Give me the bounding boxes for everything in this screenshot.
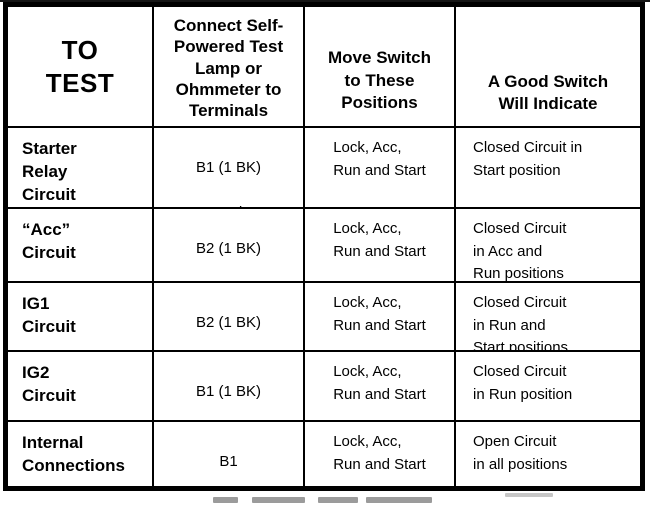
terminal-top: B2 (1 BK) [195,239,262,257]
terminal-top: B1 [219,452,238,470]
terminal-top: B1 (1 BK) [195,158,262,176]
positions-text: Lock, Acc, Run and Start [333,363,426,403]
terminal-top: B2 (1 BK) [195,313,262,331]
row-circuit-cell: “Acc” Circuit [8,209,152,281]
row-terminals-cell: B1 and B2 [154,422,303,486]
row-indicates-cell: Closed Circuit in Start position [456,128,640,207]
cropped-caption-fragment [318,497,358,503]
positions-text: Lock, Acc, Run and Start [333,139,426,179]
positions-text: Lock, Acc, Run and Start [333,433,426,473]
page-crop-line [0,0,650,2]
header-good-switch-indicate: A Good Switch Will Indicate [456,7,640,126]
terminal-top: B1 (1 BK) [195,382,262,400]
row-indicates-cell: Closed Circuit in Run and Start position… [456,283,640,350]
row-positions-cell: Lock, Acc, Run and Start [305,352,454,420]
ignition-switch-test-table: TO TEST Connect Self- Powered Test Lamp … [3,2,645,491]
row-indicates-cell: Open Circuit in all positions [456,422,640,486]
row-terminals-cell: B1 (1 BK) and ST (5 BK/DB) [154,128,303,207]
cropped-caption-fragment [505,493,553,497]
row-positions-cell: Lock, Acc, Run and Start [305,422,454,486]
row-terminals-cell: B2 (1 BK) and IG1 (2 DB) [154,283,303,350]
positions-text: Lock, Acc, Run and Start [333,294,426,334]
terminal-conjunction: and [154,202,303,208]
header-connect-terminals: Connect Self- Powered Test Lamp or Ohmme… [154,7,303,126]
header-move-switch-positions: Move Switch to These Positions [305,7,454,126]
row-indicates-cell: Closed Circuit in Run position [456,352,640,420]
row-indicates-cell: Closed Circuit in Acc and Run positions [456,209,640,281]
row-terminals-cell: B2 (1 BK) and Acc (3 BK/W) [154,209,303,281]
row-circuit-cell: IG2 Circuit [8,352,152,420]
cropped-caption-fragment [252,497,305,503]
header-to-test: TO TEST [8,7,152,126]
cropped-caption-fragment [366,497,432,503]
row-positions-cell: Lock, Acc, Run and Start [305,209,454,281]
row-circuit-cell: IG1 Circuit [8,283,152,350]
cropped-caption-fragment [213,497,238,503]
row-circuit-cell: Starter Relay Circuit [8,128,152,207]
positions-text: Lock, Acc, Run and Start [333,220,426,260]
row-positions-cell: Lock, Acc, Run and Start [305,283,454,350]
row-circuit-cell: Internal Connections [8,422,152,486]
row-positions-cell: Lock, Acc, Run and Start [305,128,454,207]
row-terminals-cell: B1 (1 BK) and IG2 (4 BK/R) [154,352,303,420]
